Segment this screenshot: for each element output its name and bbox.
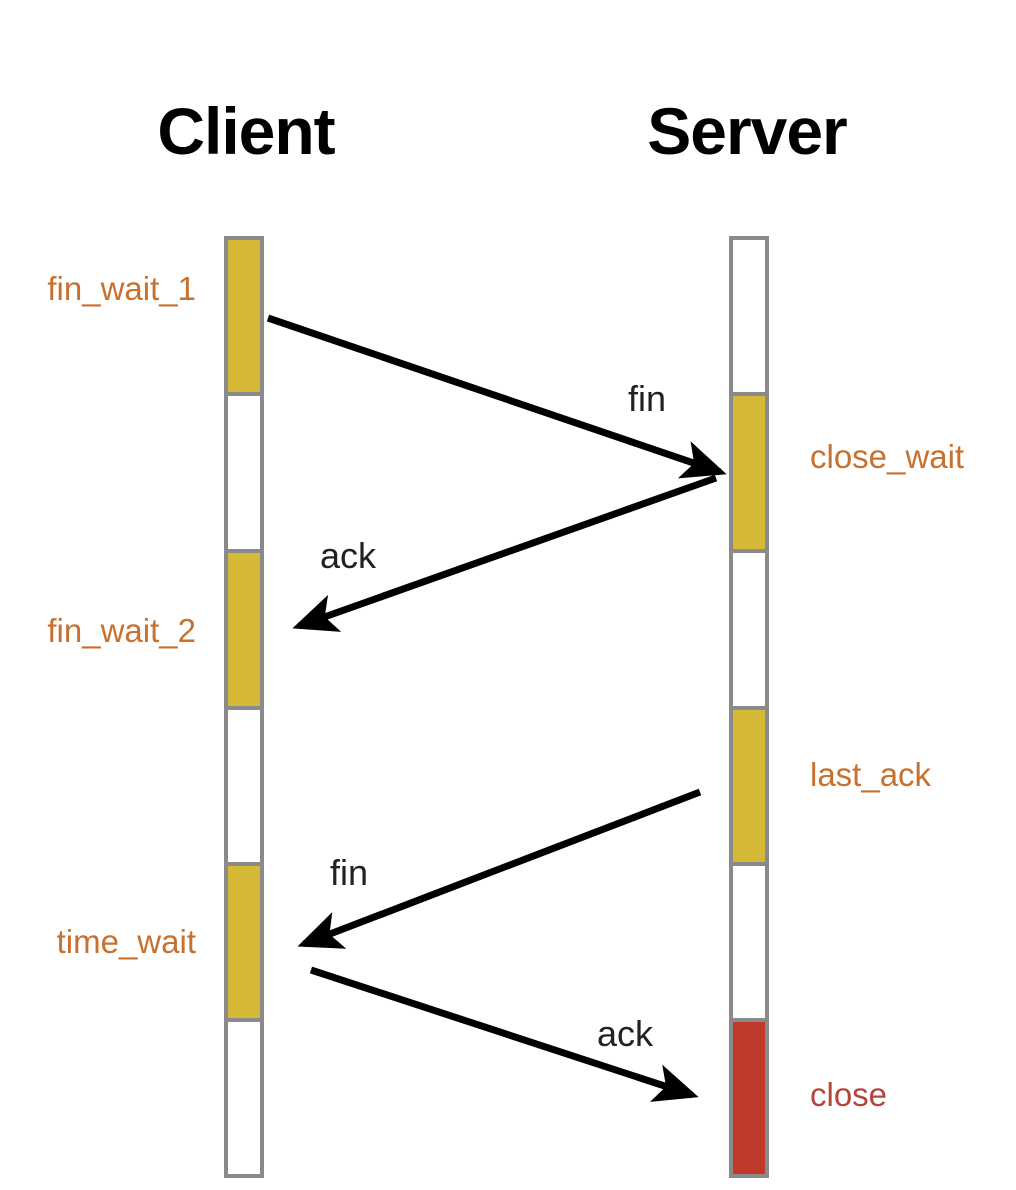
server-segment-idle-1 [729,236,769,396]
state-label-close: close [810,1076,888,1113]
state-label-fin-wait-2: fin_wait_2 [47,612,196,649]
column-title-client: Client [157,94,335,168]
server-segment-idle-3 [729,862,769,1022]
message-label-ack-1: ack [320,535,377,576]
server-lifeline [729,236,769,1186]
client-lifeline [224,236,264,1186]
server-segment-close-wait [729,392,769,553]
client-segment-idle-2 [224,706,264,866]
state-label-fin-wait-1: fin_wait_1 [47,270,196,307]
client-segment-fin-wait-1 [224,236,264,396]
client-segment-idle-3 [224,1018,264,1178]
state-label-time-wait: time_wait [56,923,196,960]
message-label-fin-2: fin [330,852,369,893]
state-label-last-ack: last_ack [810,756,932,793]
state-label-close-wait: close_wait [810,438,965,475]
server-segment-close [729,1018,769,1178]
column-title-server: Server [647,94,848,168]
client-segment-time-wait [224,862,264,1022]
message-label-fin-1: fin [628,378,667,419]
message-label-ack-2: ack [597,1013,654,1054]
client-segment-idle-1 [224,392,264,553]
client-segment-fin-wait-2 [224,549,264,710]
server-segment-idle-2 [729,549,769,710]
server-segment-last-ack [729,706,769,866]
